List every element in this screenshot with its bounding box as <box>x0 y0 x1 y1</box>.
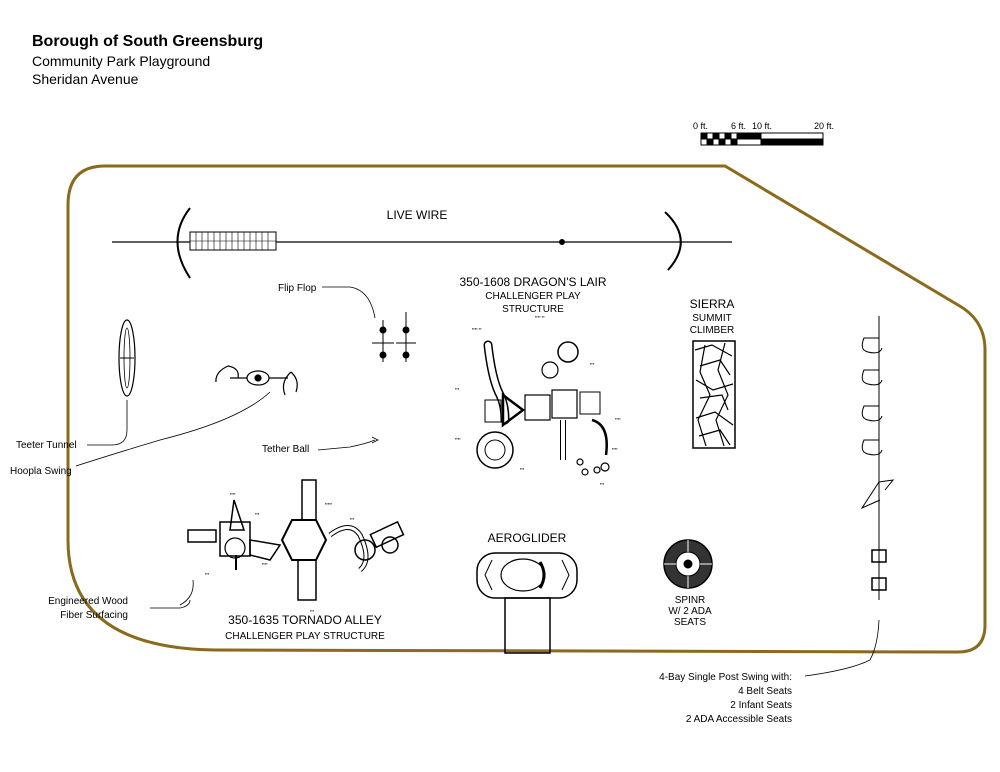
teeter-tunnel-label: Teeter Tunnel <box>16 440 77 451</box>
title-block: Borough of South Greensburg Community Pa… <box>32 32 263 88</box>
playground-boundary <box>66 164 987 654</box>
spinr-equipment <box>663 539 713 589</box>
svg-text:▪▪▪: ▪▪▪ <box>350 516 355 521</box>
hoopla-swing-label: Hoopla Swing <box>10 466 72 477</box>
summit-label: SUMMIT <box>692 313 732 324</box>
flip-flop-equipment <box>322 286 416 362</box>
tornado-alley-label: 350-1635 TORNADO ALLEY <box>228 613 382 627</box>
dragons-lair-structure: ▪▪▪▪ ▪▪▪▪▪▪ ▪▪ ▪▪▪▪▪▪▪ ▪▪▪▪▪▪▪ ▪▪▪▪▪▪▪ ▪… <box>455 314 621 486</box>
dragons-lair-sublabel: CHALLENGER PLAY <box>485 291 581 302</box>
tornado-alley-sublabel: CHALLENGER PLAY STRUCTURE <box>225 631 385 642</box>
swing-ada-seats: 2 ADA Accessible Seats <box>685 714 792 725</box>
swing-label: 4-Bay Single Post Swing with: <box>659 672 792 683</box>
single-post-swing <box>804 316 895 677</box>
svg-text:▪▪▪: ▪▪▪ <box>600 481 605 486</box>
sierra-label: SIERRA <box>689 297 735 311</box>
svg-text:▪▪▪▪: ▪▪▪▪ <box>615 416 621 421</box>
svg-text:▪▪▪▪: ▪▪▪▪ <box>455 436 461 441</box>
dragons-lair-label: 350-1608 DRAGON'S LAIR <box>459 275 607 289</box>
live-wire-equipment <box>112 207 732 279</box>
street-name: Sheridan Avenue <box>32 71 139 87</box>
svg-text:▪▪▪: ▪▪▪ <box>255 511 260 516</box>
aeroglider-equipment <box>476 552 578 654</box>
svg-text:▪▪▪▪ ▪▪: ▪▪▪▪ ▪▪ <box>535 314 545 319</box>
tether-ball-label: Tether Ball <box>262 444 310 455</box>
scale-label-20: 20 ft. <box>814 121 835 131</box>
sierra-climber <box>692 340 736 449</box>
dragons-lair-sublabel-2: STRUCTURE <box>502 304 564 315</box>
surfacing-label: Engineered Wood <box>48 596 128 607</box>
svg-text:▪▪▪▪: ▪▪▪▪ <box>262 561 268 566</box>
svg-text:▪▪▪: ▪▪▪ <box>455 386 460 391</box>
spinr-seats-label: SEATS <box>673 617 707 628</box>
spinr-ada-label: W/ 2 ADA <box>668 606 712 617</box>
tornado-alley-structure: ▪▪▪▪▪▪▪ ▪▪▪▪▪▪▪▪ ▪▪▪▪▪▪▪ ▪▪▪ <box>150 479 405 613</box>
park-name: Community Park Playground <box>32 53 211 69</box>
svg-text:▪▪▪: ▪▪▪ <box>590 361 595 366</box>
climber-label: CLIMBER <box>689 325 735 336</box>
hoopla-swing-equipment <box>75 365 298 467</box>
svg-text:▪▪▪: ▪▪▪ <box>520 466 525 471</box>
svg-text:▪▪▪: ▪▪▪ <box>205 571 210 576</box>
aeroglider-label: AEROGLIDER <box>487 531 567 545</box>
svg-text:▪▪▪▪: ▪▪▪▪ <box>230 491 236 496</box>
swing-belt-seats: 4 Belt Seats <box>738 686 792 697</box>
surfacing-label-2: Fiber Surfacing <box>60 610 128 621</box>
scale-label-10: 10 ft. <box>752 121 773 131</box>
tether-ball-equipment <box>317 436 379 451</box>
scale-label-0: 0 ft. <box>693 121 709 131</box>
borough-title: Borough of South Greensburg <box>32 33 264 50</box>
svg-text:▪▪▪▪: ▪▪▪▪ <box>612 446 618 451</box>
teeter-tunnel-equipment <box>87 319 136 446</box>
svg-text:▪▪▪▪▪: ▪▪▪▪▪ <box>325 501 333 506</box>
spinr-label: SPINR <box>674 595 706 606</box>
scale-label-6: 6 ft. <box>731 121 747 131</box>
live-wire-label: LIVE WIRE <box>386 208 448 222</box>
swing-infant-seats: 2 Infant Seats <box>730 700 792 711</box>
scale-bar <box>700 132 824 146</box>
flip-flop-label: Flip Flop <box>278 283 317 294</box>
svg-text:▪▪▪: ▪▪▪ <box>310 608 315 613</box>
svg-text:▪▪▪▪ ▪▪: ▪▪▪▪ ▪▪ <box>472 326 482 331</box>
